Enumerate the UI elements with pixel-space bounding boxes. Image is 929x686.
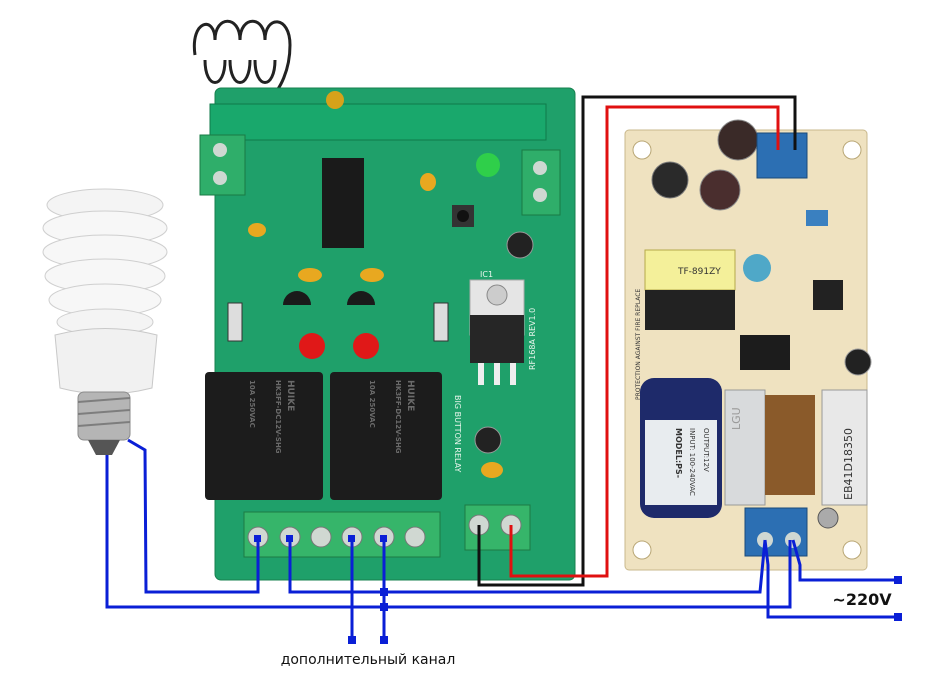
wire-relay-com-to-line <box>288 539 767 594</box>
filter-label: LGU <box>730 407 743 430</box>
relay-2-rating: 10A 250VAC <box>368 380 376 428</box>
power-terminal-block <box>464 504 531 551</box>
relay-1-model: HK3FF-DC12V-SHG <box>274 380 282 454</box>
psu-filter-choke: LGU <box>724 389 815 506</box>
relay-2: HUIKE HK3FF-DC12V-SHG 10A 250VAC <box>330 372 442 500</box>
cap-code-label: EB41D18350 <box>842 428 855 500</box>
ac-wires <box>105 438 898 640</box>
mains-voltage-label: ~220V <box>832 590 892 609</box>
psu-input-terminal <box>744 507 808 557</box>
relay-1: HUIKE HK3FF-DC12V-SHG 10A 250VAC <box>205 372 323 500</box>
cfl-lamp <box>42 188 168 455</box>
relay-board: IC1 RF168A REV1.0 BIG BUTTON RELAY HUIKE… <box>192 19 576 581</box>
wire-lamp-to-relay <box>127 438 260 594</box>
wire-negative <box>477 95 797 587</box>
ic-chip <box>322 158 364 248</box>
psu-warning-label: PROTECTION AGAINST FIRE REPLACE <box>635 289 642 400</box>
psu-output-label: OUTPUT:12V <box>702 428 710 472</box>
board-revision-label: RF168A REV1.0 <box>528 308 537 370</box>
psu-x-capacitor: EB41D18350 <box>821 389 868 506</box>
wire-lamp-neutral <box>105 455 792 609</box>
relay-2-model: HK3FF-DC12V-SHG <box>394 380 402 454</box>
wire-mains-2 <box>763 539 898 619</box>
regulator-label: IC1 <box>480 270 493 279</box>
antenna-coil-icon <box>192 19 292 100</box>
psu-transformer: TF-891ZY <box>644 249 736 330</box>
lamp-ballast <box>54 328 158 395</box>
output-terminal-block <box>243 511 441 558</box>
wire-positive <box>509 105 780 578</box>
led-red-1 <box>299 333 325 359</box>
lamp-screw-base <box>77 391 131 455</box>
psu-ic <box>740 335 790 370</box>
psu-bulk-capacitor: OUTPUT:12V INPUT: 100-240VAC MODEL:PS- <box>640 378 722 518</box>
transformer-label: TF-891ZY <box>677 267 721 277</box>
lamp-spiral <box>42 188 168 336</box>
voltage-regulator: IC1 <box>469 270 525 385</box>
board-name-label: BIG BUTTON RELAY <box>453 395 462 472</box>
wire-junctions <box>254 535 902 644</box>
relay-1-brand: HUIKE <box>285 380 295 411</box>
wire-mains-1 <box>791 539 898 582</box>
extra-channel-label: дополнительный канал <box>281 652 456 668</box>
relay-1-rating: 10A 250VAC <box>248 380 256 428</box>
psu-board: TF-891ZY OUTPUT:12V INPUT: 100-240VAC MO… <box>624 119 872 571</box>
dc-wires <box>477 95 797 587</box>
capacitor <box>506 231 534 259</box>
relay-2-brand: HUIKE <box>405 380 415 411</box>
psu-output-terminal <box>756 132 808 179</box>
led-green <box>476 153 500 177</box>
psu-model-label: MODEL:PS- <box>674 428 683 478</box>
psu-input-label: INPUT: 100-240VAC <box>688 428 696 496</box>
led-red-2 <box>353 333 379 359</box>
